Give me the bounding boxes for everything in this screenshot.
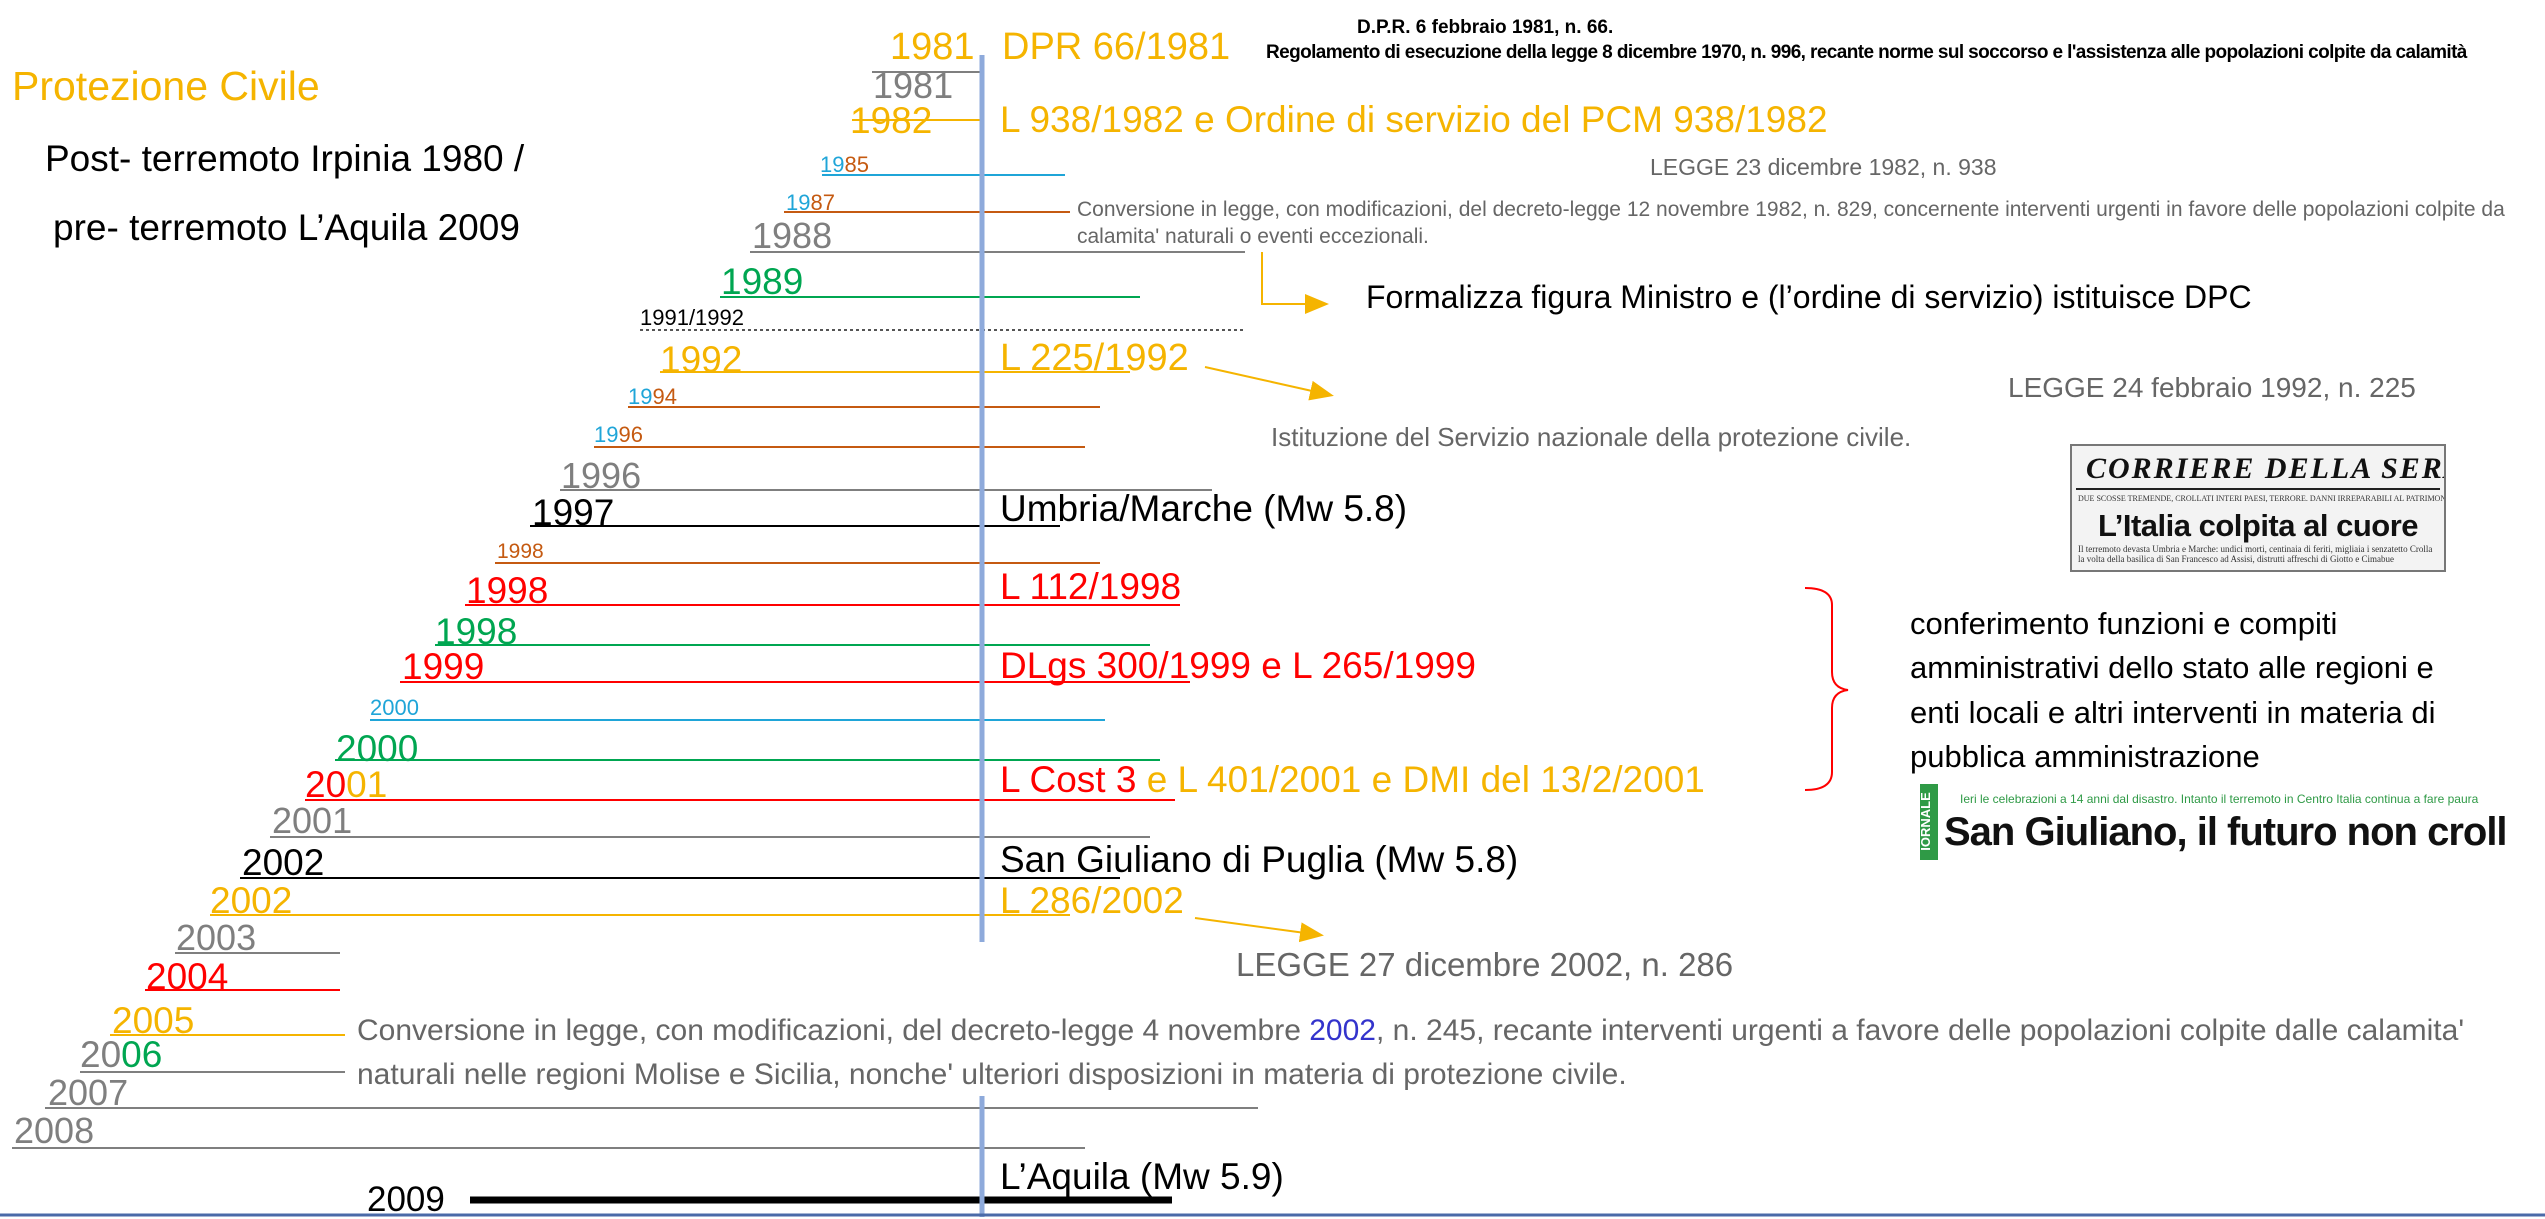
subtitle-line-1: Post- terremoto Irpinia 1980 /: [45, 138, 525, 179]
event-laquila: L’Aquila (Mw 5.9): [1000, 1156, 1284, 1197]
year-label-1996a-prefix: 19: [594, 422, 619, 447]
year-label-2006: 2006: [80, 1036, 162, 1073]
year-label-1985-prefix: 19: [820, 152, 845, 177]
event-dlgs-300-1999: DLgs 300/1999 e L 265/1999: [1000, 645, 1476, 686]
year-label-1987: 1987: [786, 192, 835, 214]
year-label-2009: 2009: [367, 1180, 445, 1219]
year-label-2002-a: 2002: [242, 842, 325, 883]
note-dpr-title: D.P.R. 6 febbraio 1981, n. 66.: [1357, 17, 1614, 38]
l225-arrow: [1204, 366, 1334, 401]
year-label-2001a-prefix: 20: [305, 764, 347, 805]
san-giuliano-kicker: Ieri le celebrazioni a 14 anni dal disas…: [1960, 792, 2479, 806]
san-giuliano-tag: IORNALE: [1920, 784, 1938, 860]
note-conversione-245: Conversione in legge, con modificazioni,…: [357, 1009, 2537, 1096]
san-giuliano-headline: San Giuliano, il futuro non crolla: [1944, 810, 2505, 854]
year-label-2002-b: 2002: [210, 880, 293, 921]
year-label-1989: 1989: [721, 261, 804, 302]
year-label-1987-suffix: 87: [810, 190, 835, 215]
year-label-1999: 1999: [402, 646, 485, 687]
year-label-1998-c: 1998: [435, 611, 518, 652]
year-label-1981-b: 1981: [873, 65, 954, 106]
event-l-938-1982: L 938/1982 e Ordine di servizio del PCM …: [1000, 101, 1828, 138]
year-label-1994-suffix: 94: [652, 384, 677, 409]
event-l-cost-3-part2: e L 401/2001 e DMI del 13/2/2001: [1136, 759, 1705, 800]
note-legge-938: LEGGE 23 dicembre 1982, n. 938: [1650, 154, 1997, 180]
note-legge-286: LEGGE 27 dicembre 2002, n. 286: [1236, 946, 1734, 983]
event-san-giuliano: San Giuliano di Puglia (Mw 5.8): [1000, 839, 1519, 880]
event-l-938-1982-law: L 938/1982: [1000, 99, 1184, 140]
page-title: Protezione Civile: [12, 63, 320, 109]
corriere-rule: [2076, 488, 2440, 490]
year-label-1994: 1994: [628, 386, 677, 408]
event-l-938-1982-order: e Ordine di servizio del PCM 938/1982: [1183, 99, 1828, 140]
event-l-cost-3-part1: L Cost 3: [1000, 759, 1137, 800]
event-l-cost-3: L Cost 3 e L 401/2001 e DMI del 13/2/200…: [1000, 761, 1705, 798]
year-label-2001a-suffix: 01: [346, 764, 388, 805]
event-l-112-1998: L 112/1998: [1000, 566, 1182, 607]
year-label-2006-suffix: 06: [121, 1034, 163, 1075]
year-label-1996: 1996: [561, 455, 642, 496]
year-label-2000-b: 2000: [336, 728, 419, 769]
year-label-1992: 1992: [660, 339, 743, 380]
event-l-286-2002: L 286/2002: [1000, 880, 1184, 921]
san-giuliano-tag-text: IORNALE: [1920, 792, 1933, 851]
event-l-225-1992: L 225/1992: [1000, 337, 1189, 379]
year-label-2006-prefix: 20: [80, 1034, 122, 1075]
year-label-2001-a: 2001: [305, 766, 387, 803]
year-label-1994-prefix: 19: [628, 384, 653, 409]
year-label-2003: 2003: [176, 917, 257, 958]
note-legge-225: LEGGE 24 febbraio 1992, n. 225: [2008, 372, 2416, 403]
formalizza-arrow: [1261, 252, 1329, 314]
year-label-2005: 2005: [112, 1000, 195, 1041]
year-label-1981-a: 1981: [890, 26, 975, 68]
note-conversione-829: Conversione in legge, con modificazioni,…: [1077, 198, 2505, 249]
newspaper-clipping-san-giuliano: IORNALE Ieri le celebrazioni a 14 anni d…: [1920, 784, 2505, 860]
corriere-kicker: DUE SCOSSE TREMENDE, CROLLATI INTERI PAE…: [2078, 494, 2446, 503]
year-label-2004: 2004: [146, 956, 229, 997]
year-label-1991-1992: 1991/1992: [640, 305, 744, 330]
note-formalizza: Formalizza figura Ministro e (l’ordine d…: [1366, 279, 2252, 315]
year-label-2000-a: 2000: [370, 695, 419, 720]
year-label-1997: 1997: [532, 492, 615, 533]
corriere-headline: L’Italia colpita al cuore: [2098, 508, 2419, 543]
corriere-body: Il terremoto devasta Umbria e Marche: un…: [2078, 544, 2433, 565]
year-label-1998-b: 1998: [466, 570, 549, 611]
newspaper-clipping-corriere: CORRIERE DELLA SERA DUE SCOSSE TREMENDE,…: [2070, 444, 2446, 572]
conferimento-brace: [1804, 587, 1849, 791]
note-istituzione: Istituzione del Servizio nazionale della…: [1271, 422, 1912, 452]
year-label-2007: 2007: [48, 1072, 129, 1113]
corriere-masthead: CORRIERE DELLA SERA: [2086, 452, 2446, 485]
year-label-2001-b: 2001: [272, 800, 353, 841]
year-label-1998-a: 1998: [497, 540, 544, 563]
event-umbria-marche: Umbria/Marche (Mw 5.8): [1000, 488, 1408, 529]
note-conferimento: conferimento funzioni e compiti amminist…: [1910, 606, 2436, 774]
year-label-1996a-suffix: 96: [618, 422, 643, 447]
year-label-1985: 1985: [820, 154, 869, 176]
year-label-2008: 2008: [14, 1110, 95, 1151]
year-label-1988: 1988: [752, 215, 833, 256]
year-label-1996-a: 1996: [594, 424, 643, 446]
note-conversione-245-year: 2002: [1309, 1014, 1376, 1047]
year-label-1982: 1982: [850, 100, 933, 141]
subtitle-line-2: pre- terremoto L’Aquila 2009: [53, 207, 520, 248]
note-dpr-desc: Regolamento di esecuzione della legge 8 …: [1266, 42, 2467, 63]
note-conversione-245-start: Conversione in legge, con modificazioni,…: [357, 1014, 1310, 1047]
l286-arrow: [1194, 917, 1324, 943]
year-label-1985-suffix: 85: [844, 152, 869, 177]
year-label-1987-prefix: 19: [786, 190, 811, 215]
event-dpr-66-1981: DPR 66/1981: [1002, 26, 1231, 68]
note-conversione-245-end: , n. 245, recante interventi urgenti a f…: [357, 1014, 2465, 1091]
